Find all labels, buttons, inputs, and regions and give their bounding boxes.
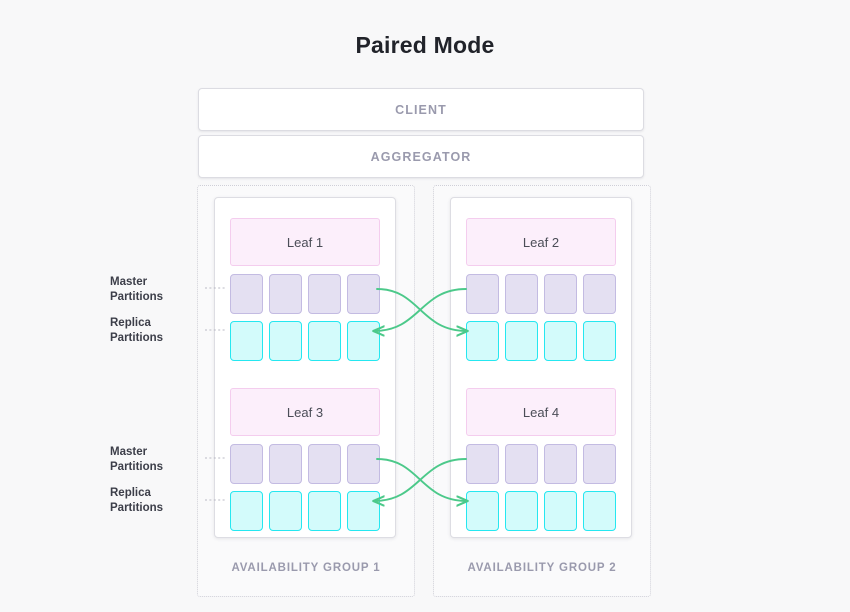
master-partition: [308, 274, 341, 314]
replica-partition: [308, 491, 341, 531]
master-partition-row-leaf-2: [466, 274, 626, 314]
leaf-node-3: Leaf 3: [230, 388, 380, 436]
replica-partition: [544, 321, 577, 361]
replica-partitions-label-bottom: Replica Partitions: [110, 486, 202, 515]
availability-group-2-label: AVAILABILITY GROUP 2: [467, 562, 617, 574]
leaf-node-4: Leaf 4: [466, 388, 616, 436]
replica-partition: [347, 491, 380, 531]
master-partitions-label-bottom: Master Partitions: [110, 445, 202, 474]
replica-partition: [505, 321, 538, 361]
leaf-node-1: Leaf 1: [230, 218, 380, 266]
leaf-node-2: Leaf 2: [466, 218, 616, 266]
availability-group-1-label: AVAILABILITY GROUP 1: [231, 562, 381, 574]
replica-partition: [583, 491, 616, 531]
replica-partition: [347, 321, 380, 361]
client-node: CLIENT: [198, 88, 644, 131]
availability-group-1: Leaf 1 Leaf 3: [197, 185, 415, 597]
replica-partition-row-leaf-3: [230, 491, 390, 531]
client-label: CLIENT: [395, 102, 447, 117]
replica-partition: [583, 321, 616, 361]
replica-partition: [505, 491, 538, 531]
master-partition: [230, 274, 263, 314]
replica-partition: [466, 491, 499, 531]
replica-partition: [544, 491, 577, 531]
label-line-1: Master: [110, 276, 148, 288]
master-partition: [505, 444, 538, 484]
master-partition: [583, 444, 616, 484]
leaf-label: Leaf 3: [286, 404, 324, 420]
label-line-1: Replica: [110, 317, 151, 329]
replica-partition: [230, 321, 263, 361]
replica-partition: [308, 321, 341, 361]
master-partition: [466, 274, 499, 314]
page-title: Paired Mode: [355, 32, 495, 58]
master-partition: [583, 274, 616, 314]
master-partition: [544, 444, 577, 484]
master-partition: [347, 274, 380, 314]
label-line-2: Partitions: [110, 501, 164, 514]
master-partition: [347, 444, 380, 484]
master-partition-row-leaf-4: [466, 444, 626, 484]
leaf-label: Leaf 4: [522, 404, 560, 420]
master-partition: [269, 444, 302, 484]
replica-partition: [230, 491, 263, 531]
label-line-1: Master: [110, 446, 148, 458]
leaf-label: Leaf 2: [522, 234, 560, 250]
availability-group-2: Leaf 2 Leaf 4: [433, 185, 651, 597]
label-line-1: Replica: [110, 487, 151, 499]
master-partition: [466, 444, 499, 484]
label-line-2: Partitions: [110, 290, 164, 303]
leaf-card-group-2: Leaf 2 Leaf 4: [450, 197, 632, 538]
replica-partitions-label-top: Replica Partitions: [110, 316, 202, 345]
replica-partition-row-leaf-1: [230, 321, 390, 361]
replica-partition: [269, 321, 302, 361]
master-partition-row-leaf-1: [230, 274, 390, 314]
master-partition: [269, 274, 302, 314]
leaf-card-group-1: Leaf 1 Leaf 3: [214, 197, 396, 538]
replica-partition-row-leaf-2: [466, 321, 626, 361]
replica-partition-row-leaf-4: [466, 491, 626, 531]
replica-partition: [466, 321, 499, 361]
leaf-label: Leaf 1: [286, 234, 324, 250]
master-partition-row-leaf-3: [230, 444, 390, 484]
label-line-2: Partitions: [110, 460, 164, 473]
master-partition: [505, 274, 538, 314]
master-partition: [544, 274, 577, 314]
master-partition: [308, 444, 341, 484]
master-partition: [230, 444, 263, 484]
label-line-2: Partitions: [110, 331, 164, 344]
aggregator-label: AGGREGATOR: [370, 149, 472, 164]
master-partitions-label-top: Master Partitions: [110, 275, 202, 304]
aggregator-node: AGGREGATOR: [198, 135, 644, 178]
replica-partition: [269, 491, 302, 531]
